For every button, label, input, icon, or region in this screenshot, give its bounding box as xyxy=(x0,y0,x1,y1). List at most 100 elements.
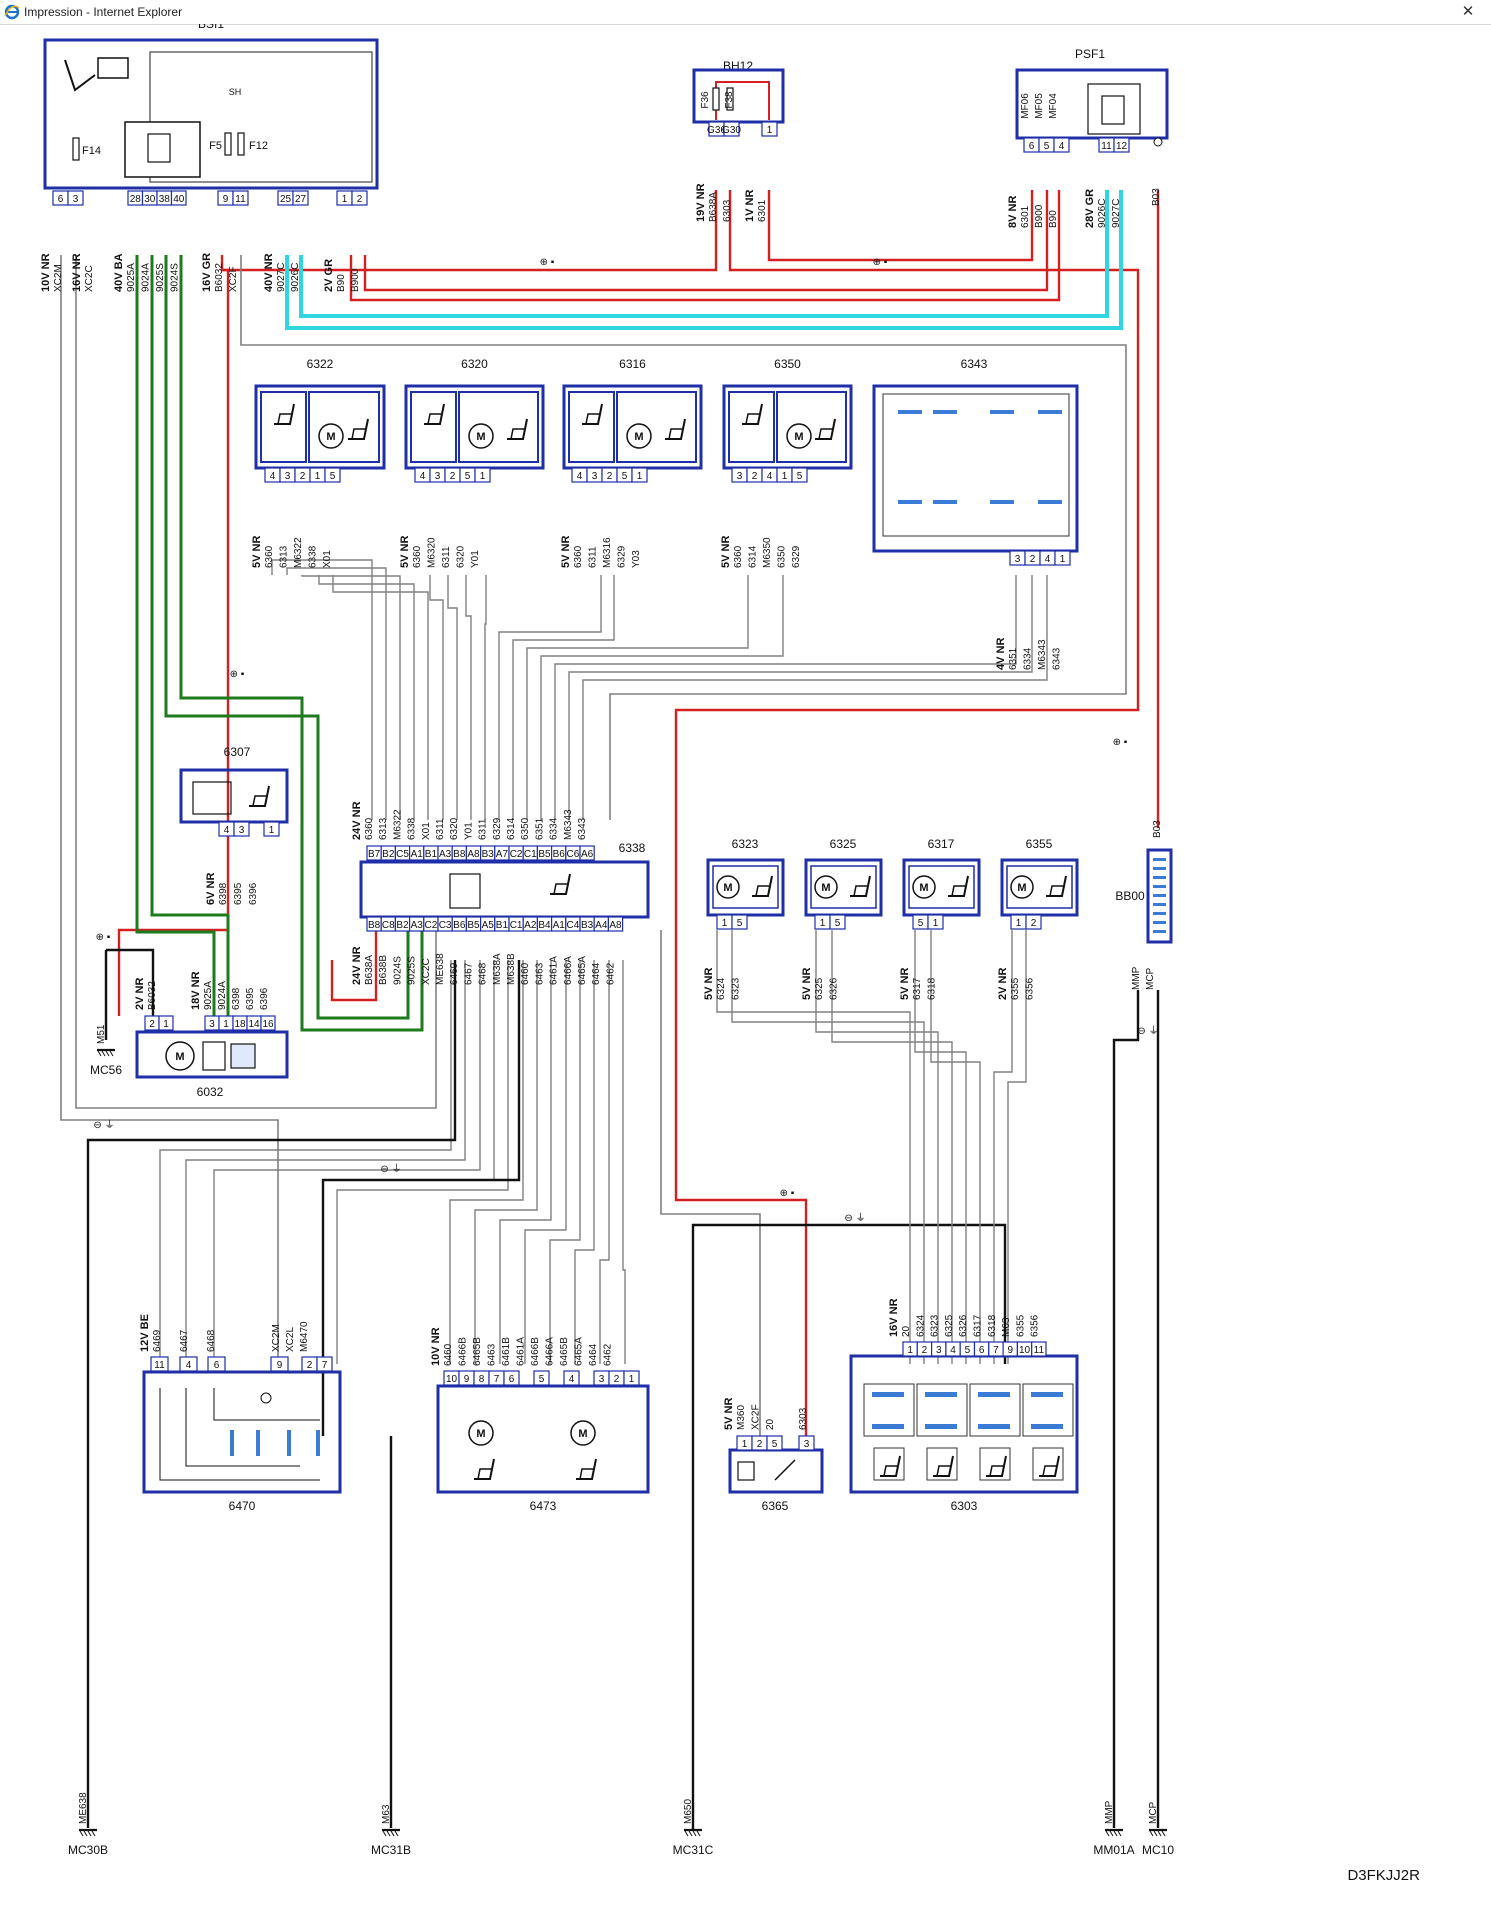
ground-4-ground-wire: MCP xyxy=(1148,1801,1159,1824)
c6473-pin-label: 1 xyxy=(629,1374,635,1385)
ground-2-ground-label: MC31C xyxy=(673,1843,714,1857)
plus-wire xyxy=(767,190,1034,262)
bsi-wire-gauge: 16V NR xyxy=(71,253,83,292)
c6338-pin xyxy=(579,845,595,861)
diagram-reference: D3FKJJ2R xyxy=(1347,1867,1420,1884)
contact-bar xyxy=(933,500,957,504)
c6343-wire-label: 6334 xyxy=(1023,647,1034,670)
c6303-seat-icon xyxy=(1039,1455,1060,1477)
c6323-seat-icon xyxy=(752,875,773,897)
c6343-pin-label: 1 xyxy=(1060,554,1066,565)
plus-wire xyxy=(674,190,1140,1436)
bsi-wire-label: XC2C xyxy=(84,265,95,292)
signal-wire xyxy=(465,575,472,820)
c6470-wire-label: M6470 xyxy=(299,1321,310,1352)
ground-marker: ⊖ ⏚ xyxy=(380,1163,401,1175)
psf1-wire-label: 9027C xyxy=(1111,199,1122,228)
c6338-wire-label: M6322 xyxy=(392,809,403,840)
c6032-ground-symbol xyxy=(109,1050,114,1057)
c6303-pin-label: 6 xyxy=(979,1345,985,1356)
motor-letter: M xyxy=(821,882,830,894)
signal-wire xyxy=(499,960,552,1364)
signal-wire xyxy=(271,559,373,820)
data-wire xyxy=(135,255,216,1016)
bh12-pin-label: 1 xyxy=(767,125,773,136)
c6338-wire-label: 6338 xyxy=(407,817,418,840)
ground-1-ground-label: MC31B xyxy=(371,1843,411,1857)
ground-0-ground-symbol xyxy=(87,1830,92,1837)
c6032-wire-label: 6395 xyxy=(245,987,256,1010)
c6303-pin xyxy=(1031,1341,1047,1357)
c6322-pin xyxy=(324,467,341,483)
positive-supply-marker: ⊕ ▪ xyxy=(873,257,888,268)
c6338-pin-label: A3 xyxy=(411,920,424,931)
c6317-motor xyxy=(912,875,936,899)
c6365-switch xyxy=(737,1461,755,1481)
c6303-wire-label: 6325 xyxy=(944,1314,955,1337)
bsi-pin xyxy=(67,190,84,206)
c6473-pin xyxy=(533,1370,550,1386)
c6473-wire-label: 6461A xyxy=(516,1337,527,1366)
c6365-switch xyxy=(774,1459,796,1481)
ground-1-ground-symbol xyxy=(382,1830,387,1837)
psf1-name: PSF1 xyxy=(1075,47,1105,61)
c6032-pin xyxy=(260,1015,276,1031)
c6322-box xyxy=(254,384,386,470)
c6470-pin xyxy=(207,1356,226,1372)
c6303-switch-cell xyxy=(1022,1383,1074,1437)
c6338-wire-label: XC2C xyxy=(421,958,432,985)
c6350-motor xyxy=(786,423,812,449)
c6473-pin xyxy=(623,1370,640,1386)
bsi-pin-label: 6 xyxy=(58,194,64,205)
signal-wire xyxy=(484,575,487,820)
c6320-pin-label: 3 xyxy=(435,471,441,482)
c6303-seat-icon xyxy=(883,1465,898,1477)
motor-letter: M xyxy=(919,882,928,894)
ground-0-ground-symbol xyxy=(91,1830,96,1837)
bh12-wire-label: B638A xyxy=(708,192,719,222)
c6473-pin-label: 7 xyxy=(494,1374,500,1385)
bsi-inner-frame xyxy=(149,51,373,183)
c6316-pin-label: 1 xyxy=(637,471,643,482)
positive-supply-marker: ⊕ ▪ xyxy=(780,1188,795,1199)
c6325-wire-gauge: 5V NR xyxy=(801,968,813,1000)
c6338-wire-label: 6465A xyxy=(577,956,588,985)
signal-wire xyxy=(60,255,279,1364)
c6338-wire-label: 6464 xyxy=(591,962,602,985)
bh12-wire-label: 6301 xyxy=(757,199,768,222)
c6350-switch-panel xyxy=(728,391,775,463)
bsi-wire-label: XC2F xyxy=(228,266,239,292)
c6338-pin-label: A4 xyxy=(595,920,608,931)
bsi-wire-label: 9025S xyxy=(155,263,166,292)
psf1-box xyxy=(1015,68,1169,140)
c6338-seat-icon xyxy=(553,883,568,895)
c6316-pin-label: 5 xyxy=(622,471,628,482)
c6338-wire-label: M638A xyxy=(492,953,503,985)
ground-4-ground-label: MC10 xyxy=(1142,1843,1174,1857)
c6470-wire-label: 6469 xyxy=(152,1329,163,1352)
contact-bar xyxy=(872,1424,904,1429)
c6032-pin-label: 14 xyxy=(248,1019,260,1030)
ground-4-ground-symbol xyxy=(1153,1830,1158,1837)
c6325-name: 6325 xyxy=(830,837,857,851)
close-button[interactable]: ✕ xyxy=(1461,3,1475,20)
c6307-seat-icon xyxy=(249,785,270,807)
c6338-wire-label: 9024S xyxy=(392,956,403,985)
c6350-seat-icon xyxy=(742,403,763,425)
fuse-symbol xyxy=(224,132,232,156)
c6303-pin-label: 2 xyxy=(922,1345,928,1356)
internet-explorer-icon xyxy=(4,4,20,20)
c6325-pin xyxy=(829,914,846,930)
bsi-name: BSI1 xyxy=(198,24,224,31)
c6473-wire-label: 6461B xyxy=(501,1337,512,1366)
c6032-wire-label: B6032 xyxy=(147,981,158,1010)
c6338-wire-label: B638A xyxy=(364,955,375,985)
c6316-seat-icon xyxy=(668,428,683,440)
psf1-wire-label: 9026C xyxy=(1097,199,1108,228)
c6338-pin-label: C4 xyxy=(567,920,580,931)
c6338-wire-label: 6462 xyxy=(605,962,616,985)
c6322-motor-panel xyxy=(308,391,380,463)
c6470-pin xyxy=(270,1356,289,1372)
c6338-box xyxy=(359,860,650,919)
relay-contact xyxy=(256,1430,260,1456)
